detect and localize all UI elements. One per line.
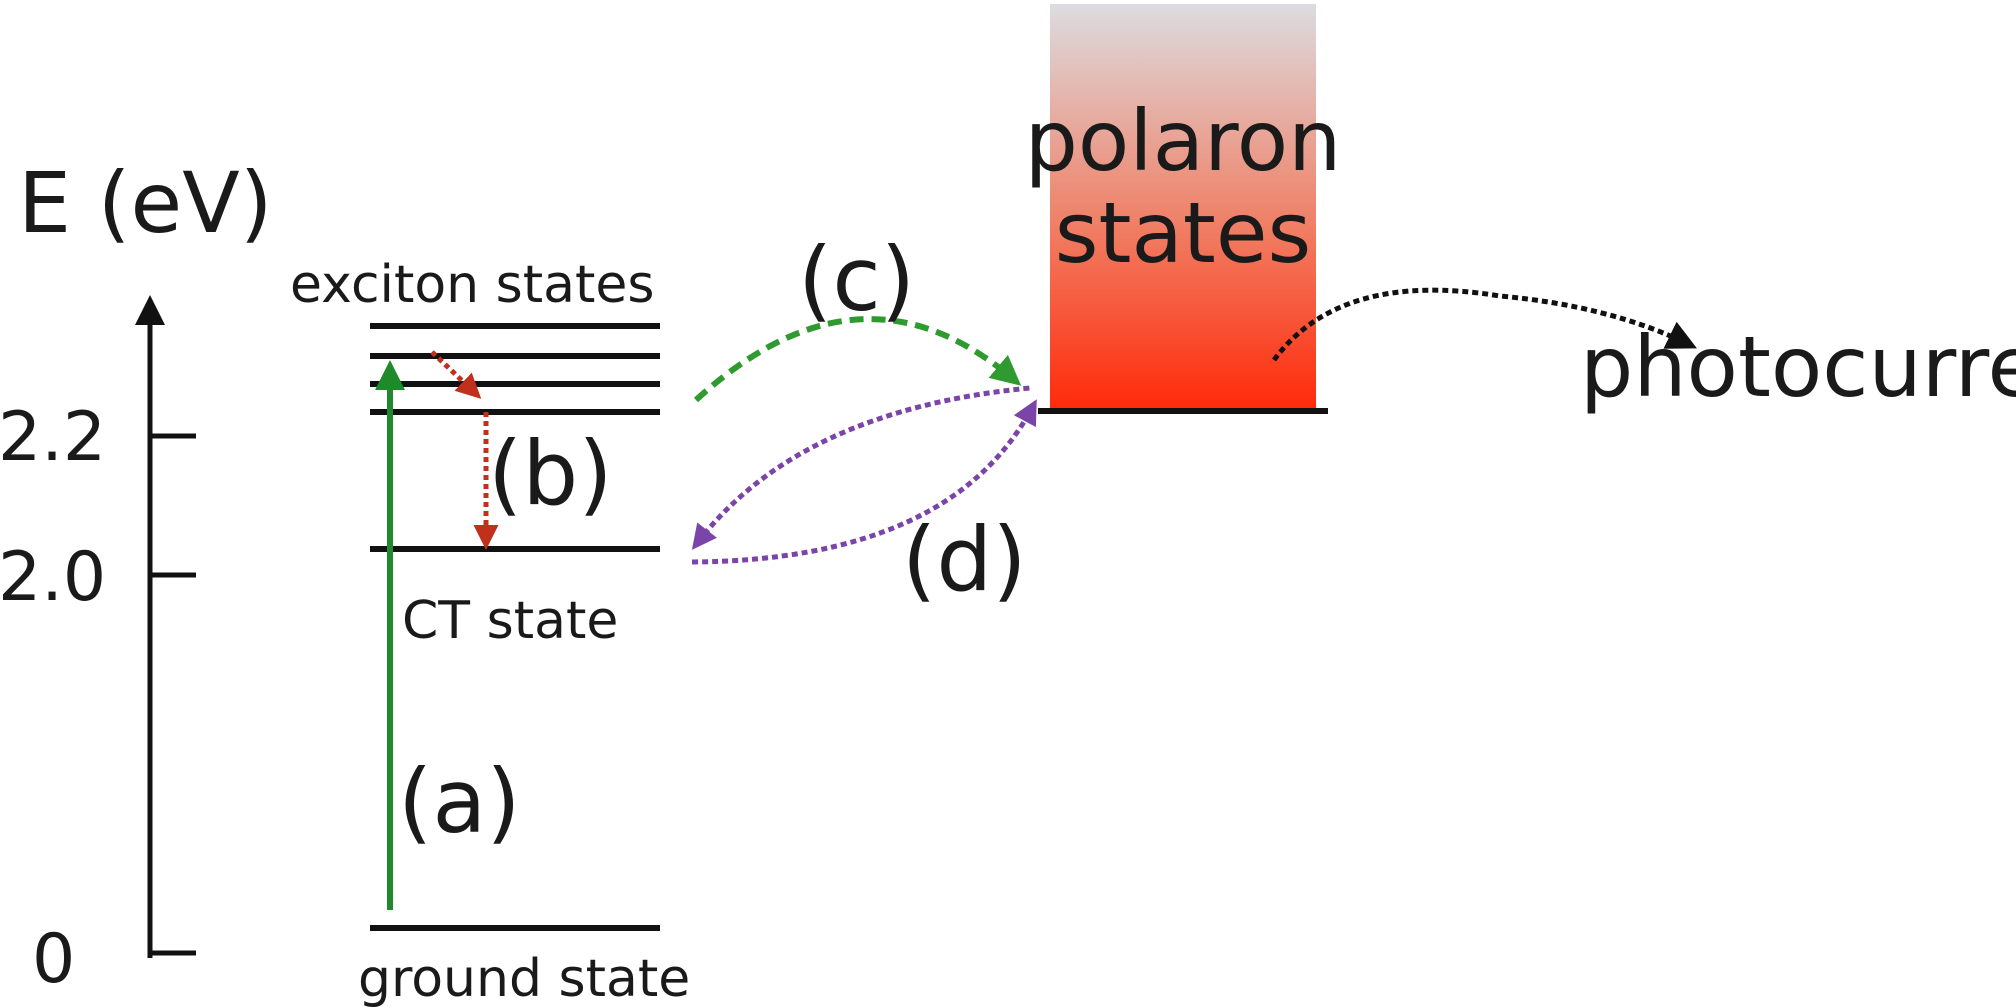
exciton-levels: exciton states: [290, 255, 660, 415]
dissociation-process: (c): [693, 228, 1022, 403]
label-b: (b): [488, 422, 613, 525]
photocurrent-label: photocurrent: [1580, 318, 2016, 416]
energy-axis: E (eV) 2.2 2.0 0: [0, 154, 272, 999]
ground-level: ground state: [358, 925, 690, 1007]
extraction-arrow: [1271, 287, 1697, 362]
ct-state-label: CT state: [402, 591, 618, 651]
label-d: (d): [902, 508, 1027, 611]
tick-label-0: 0: [32, 920, 75, 999]
dissociation-arrow: [693, 316, 1022, 403]
recombination-arrow-upper: [691, 385, 1031, 550]
ground-state-label: ground state: [358, 949, 690, 1007]
polaron-states: polaron states: [1025, 4, 1342, 414]
polaron-label-line2: states: [1055, 184, 1312, 282]
absorption-process: (a): [375, 360, 521, 910]
recombination-process: (d): [691, 385, 1037, 611]
label-c: (c): [798, 228, 915, 331]
ct-level: CT state: [370, 546, 660, 651]
tick-label-2.0: 2.0: [0, 538, 106, 617]
polaron-band: [1050, 4, 1316, 410]
exciton-states-label: exciton states: [290, 255, 654, 315]
axis-label: E (eV): [18, 154, 272, 252]
relaxation-process: (b): [430, 350, 613, 550]
relaxation-arrow-1: [430, 350, 482, 399]
polaron-label-line1: polaron: [1025, 92, 1342, 190]
extraction-process: photocurrent: [1271, 287, 2016, 416]
label-a: (a): [398, 750, 521, 853]
tick-label-2.2: 2.2: [0, 398, 106, 477]
